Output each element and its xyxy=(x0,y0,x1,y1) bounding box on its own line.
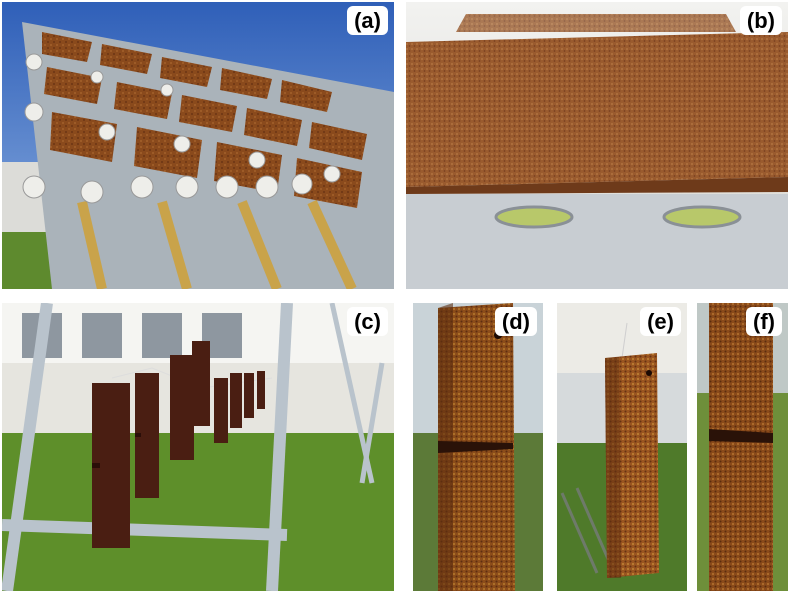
windows xyxy=(22,313,242,358)
hanging-bar-photo-e xyxy=(557,303,687,591)
steel-frame xyxy=(2,303,293,591)
ladder-shadow xyxy=(560,487,614,574)
notch-closeup-photo-f xyxy=(697,303,788,591)
exposure-rack-photo xyxy=(2,2,394,289)
specimen-edge-closeup xyxy=(406,2,788,289)
panel-label-c: (c) xyxy=(347,307,388,337)
insulators xyxy=(22,53,341,204)
rusty-plate-edge xyxy=(406,177,788,194)
photo-panel-e: (e) xyxy=(557,303,687,591)
bar-side xyxy=(605,357,621,578)
panel-label-d: (d) xyxy=(494,307,537,337)
hanging-hole xyxy=(646,370,652,376)
panel-label-e: (e) xyxy=(640,307,681,337)
flat-specimens xyxy=(42,32,367,208)
photo-panel-d: (d) xyxy=(413,303,543,591)
bar-notch xyxy=(438,441,513,453)
panel-label-f: (f) xyxy=(746,307,782,337)
corrosion-bars xyxy=(92,341,265,548)
bar-notch xyxy=(709,429,773,443)
photo-panel-b: (b) xyxy=(406,2,788,289)
corrosion-bar xyxy=(709,303,773,591)
steel-rail xyxy=(406,194,788,289)
rusty-plate-top xyxy=(406,32,788,187)
panel-label-a: (a) xyxy=(347,6,388,36)
photo-panel-f: (f) xyxy=(697,303,788,591)
photo-panel-c: (c) xyxy=(2,303,394,591)
back-specimen xyxy=(456,14,736,32)
notched-bar-photo-d xyxy=(413,303,543,591)
steel-frame-back xyxy=(329,303,385,484)
photo-panel-a: (a) xyxy=(2,2,394,289)
rack-rails xyxy=(77,199,357,289)
panel-label-b: (b) xyxy=(739,6,782,36)
hanging-bars-photo xyxy=(2,303,394,591)
bar-notches xyxy=(92,433,141,468)
rail-slot-left xyxy=(494,205,574,229)
grass xyxy=(2,433,394,591)
rail-slot-right xyxy=(662,205,742,229)
wire xyxy=(621,322,628,359)
